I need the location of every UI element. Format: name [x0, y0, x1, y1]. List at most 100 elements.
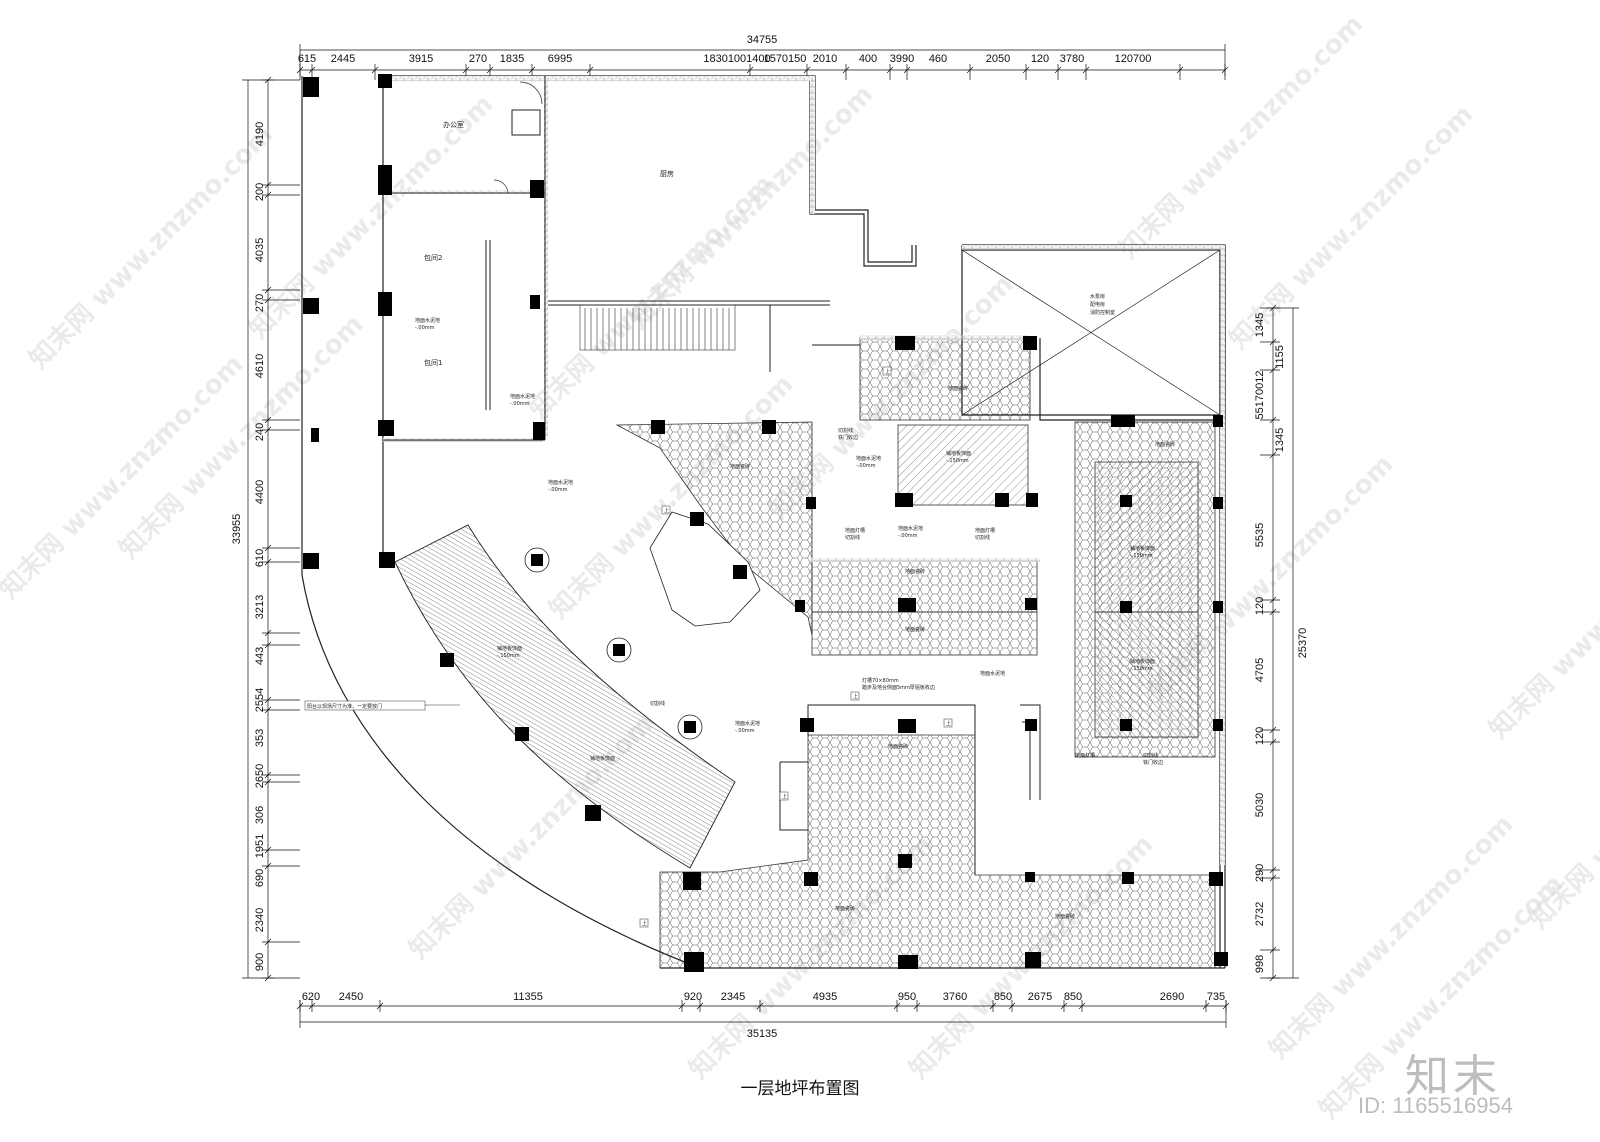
- finish-note: 地面瓷砖: [888, 743, 908, 750]
- left-dimension-label: 610: [254, 549, 266, 567]
- bottom-dimension-label: 950: [898, 991, 916, 1003]
- right-dimension-label: 998: [1254, 955, 1266, 973]
- private-room-door-arc: [493, 179, 509, 194]
- column: [378, 292, 392, 316]
- right-total-dimension: 25370: [1297, 628, 1309, 659]
- right-dimension-label: 5535: [1254, 523, 1266, 547]
- right-dimension-label: 4705: [1254, 658, 1266, 682]
- bottom-dimension-label: 2345: [721, 991, 745, 1003]
- hatched-area-right-1: [1094, 461, 1199, 613]
- bottom-dimension-label: 4935: [813, 991, 837, 1003]
- column: [1213, 415, 1223, 427]
- right-dimension-label: 55170012: [1254, 371, 1266, 420]
- column: [1025, 719, 1037, 731]
- left-dimension-label: 443: [254, 647, 266, 665]
- column: [378, 420, 394, 436]
- column: [585, 805, 601, 821]
- office-door-arc: [519, 81, 543, 105]
- right-dimension-label: 120: [1254, 727, 1266, 745]
- left-dimension-label: 2554: [254, 688, 266, 712]
- tile-area-center-wedge: [615, 421, 813, 636]
- hatched-area-raised-1: [897, 424, 1029, 506]
- finish-note: 铺地板饰面-.150mm: [497, 645, 522, 659]
- right-dimension-label: 5030: [1254, 793, 1266, 817]
- bottom-dimension-label: 11355: [513, 991, 543, 1003]
- column: [800, 718, 814, 732]
- bottom-dimension-label: 850: [994, 991, 1012, 1003]
- column: [1214, 952, 1228, 966]
- right-dimension-line: [1267, 307, 1299, 979]
- bottom-dimension-label: 3760: [943, 991, 967, 1003]
- right-dimension-label: 120: [1254, 597, 1266, 615]
- top-dimension-label: 2010: [813, 53, 837, 65]
- column: [1213, 601, 1223, 613]
- column: [683, 872, 701, 890]
- image-id-label: ID: 1165516954: [1358, 1093, 1513, 1118]
- finish-note: 地面水泥地-.00mm: [548, 479, 573, 493]
- bottom-dimension-label: 2450: [339, 991, 363, 1003]
- room-label-private1: 包间1: [424, 358, 442, 367]
- finish-note: 地面水泥地-.00mm: [898, 525, 923, 539]
- column: [1213, 497, 1223, 509]
- balcony-note: 阳台以现场尺寸为准，一定要放门: [304, 700, 460, 711]
- hatched-area-right-2: [1094, 611, 1199, 738]
- bottom-dimension-label: 2675: [1028, 991, 1052, 1003]
- drawing-title: 一层地坪布置图: [740, 1079, 860, 1099]
- left-dimension-label: 4400: [254, 480, 266, 504]
- finish-note: 地面瓷砖: [905, 568, 925, 575]
- right-dimension-label: 1155: [1274, 345, 1286, 369]
- finish-note: 地面瓷砖: [1155, 441, 1175, 448]
- left-dimension-label: 690: [254, 869, 266, 887]
- finish-note: 地面灯槽: [1075, 752, 1095, 759]
- column: [995, 493, 1009, 507]
- wood-plank-stage: [394, 524, 736, 869]
- svg-text:阳台以现场尺寸为准，一定要放门: 阳台以现场尺寸为准，一定要放门: [307, 703, 382, 710]
- left-dimension-label: 2650: [254, 764, 266, 788]
- top-dimension-label: 120: [1031, 53, 1049, 65]
- bottom-dimension-label: 735: [1207, 991, 1225, 1003]
- finish-note: 地面水泥地-.00mm: [735, 720, 760, 734]
- top-dimension-label: 120700: [1115, 53, 1152, 65]
- finish-note: 地面瓷砖: [730, 463, 750, 470]
- column: [303, 553, 319, 569]
- column: [530, 180, 544, 198]
- column: [379, 552, 395, 568]
- left-dimension-label: 240: [254, 423, 266, 441]
- column: [762, 420, 776, 434]
- column: [1025, 952, 1041, 968]
- right-dimension-label: 1345: [1274, 428, 1286, 452]
- room-label-equipment: 水泵房配电房消防控制室: [1090, 293, 1115, 316]
- left-dimension-label: 306: [254, 806, 266, 824]
- column: [1209, 872, 1223, 886]
- round-column-cores: [531, 554, 696, 733]
- top-dimension-label: 460: [929, 53, 947, 65]
- left-total-dimension: 33955: [231, 514, 243, 545]
- room-label-office: 办公室: [443, 120, 464, 129]
- left-dimension-label: 4610: [254, 354, 266, 378]
- left-dimension-label: 4035: [254, 238, 266, 262]
- top-dimension-label: 1835: [500, 53, 524, 65]
- column: [530, 295, 540, 309]
- finish-notes: 地面水泥地-.00mm地面水泥地-.00mm地面水泥地-.00mm地面瓷砖地面瓷…: [415, 317, 1175, 928]
- column: [684, 952, 704, 972]
- structural-columns: [303, 74, 1228, 972]
- room-label-kitchen: 厨房: [660, 169, 674, 178]
- column: [440, 653, 454, 667]
- bottom-dimension-label: 920: [684, 991, 702, 1003]
- up-marker: 上: [946, 720, 951, 727]
- column: [806, 497, 816, 509]
- column: [895, 493, 913, 507]
- up-marker: 上: [664, 507, 669, 514]
- finish-note: 地面水泥地-.00mm: [856, 455, 881, 469]
- watermark-text: 知末网 www.znzmo.com: [624, 79, 879, 334]
- finish-note: 切割线铁门收边: [1143, 752, 1163, 766]
- right-dimension-label: 290: [1254, 864, 1266, 882]
- left-dimension-label: 353: [254, 729, 266, 747]
- staircase: [579, 304, 736, 351]
- watermark-text: 知末网 www.znzmo.com: [24, 119, 279, 374]
- finish-note: 地面瓷砖: [905, 626, 925, 633]
- finish-note: 地面水泥地-.00mm: [510, 393, 535, 407]
- finish-note: 地面瓷砖: [835, 905, 855, 912]
- left-dimension-label: 2340: [254, 908, 266, 932]
